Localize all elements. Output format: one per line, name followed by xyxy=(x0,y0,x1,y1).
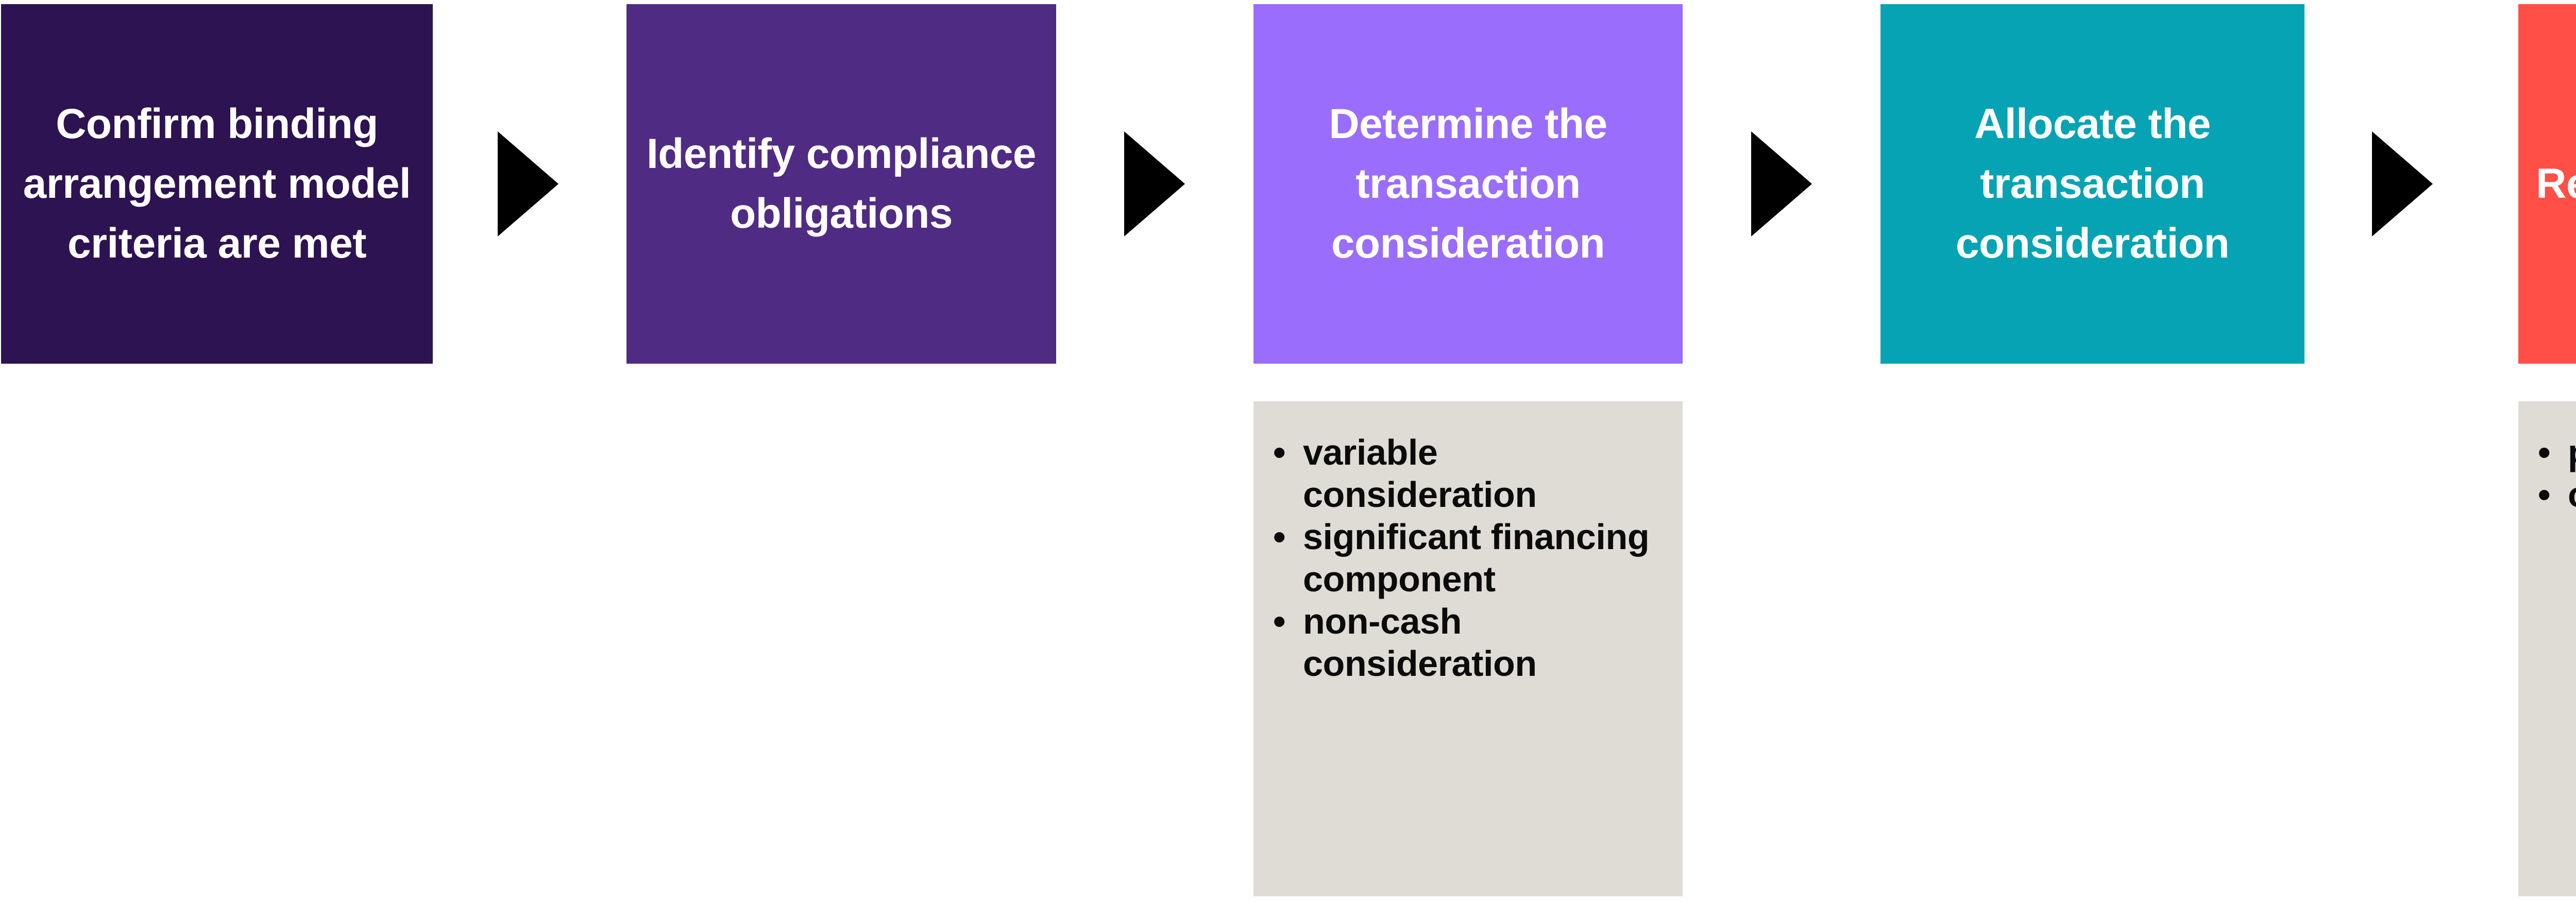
list-item: variable consideration xyxy=(1271,431,1665,516)
detail-panel-transaction-consideration: variable consideration significant finan… xyxy=(1253,401,1683,896)
step-label-1: Confirm binding arrangement model criter… xyxy=(23,100,411,267)
step-label-3: Determine the transaction consideration xyxy=(1329,100,1607,267)
triangle-right-arrow-icon xyxy=(2372,131,2433,236)
step-box-recognise-revenue: Recognise revenue xyxy=(2518,4,2576,364)
triangle-right-arrow-icon xyxy=(1751,131,1812,236)
list-item: over time xyxy=(2536,473,2576,516)
step-box-allocate-transaction-consideration: Allocate the transaction consideration xyxy=(1880,4,2304,364)
triangle-right-arrow-icon xyxy=(498,131,558,236)
step-label-4: Allocate the transaction consideration xyxy=(1955,100,2230,267)
bullet-list-recognise-revenue: point in time over time xyxy=(2536,431,2576,516)
bullet-list-transaction-consideration: variable consideration significant finan… xyxy=(1271,431,1665,685)
step-box-determine-transaction-consideration: Determine the transaction consideration xyxy=(1253,4,1683,364)
step-box-confirm-binding-arrangement: Confirm binding arrangement model criter… xyxy=(1,4,433,364)
list-item: point in time xyxy=(2536,431,2576,473)
step-label-5: Recognise revenue xyxy=(2536,160,2576,207)
list-item: non-cash consideration xyxy=(1271,600,1665,685)
step-label-2: Identify compliance obligations xyxy=(646,130,1037,237)
detail-panel-recognise-revenue: point in time over time xyxy=(2518,401,2576,896)
list-item: significant financing component xyxy=(1271,516,1665,600)
step-box-identify-compliance-obligations: Identify compliance obligations xyxy=(626,4,1056,364)
triangle-right-arrow-icon xyxy=(1124,131,1185,236)
